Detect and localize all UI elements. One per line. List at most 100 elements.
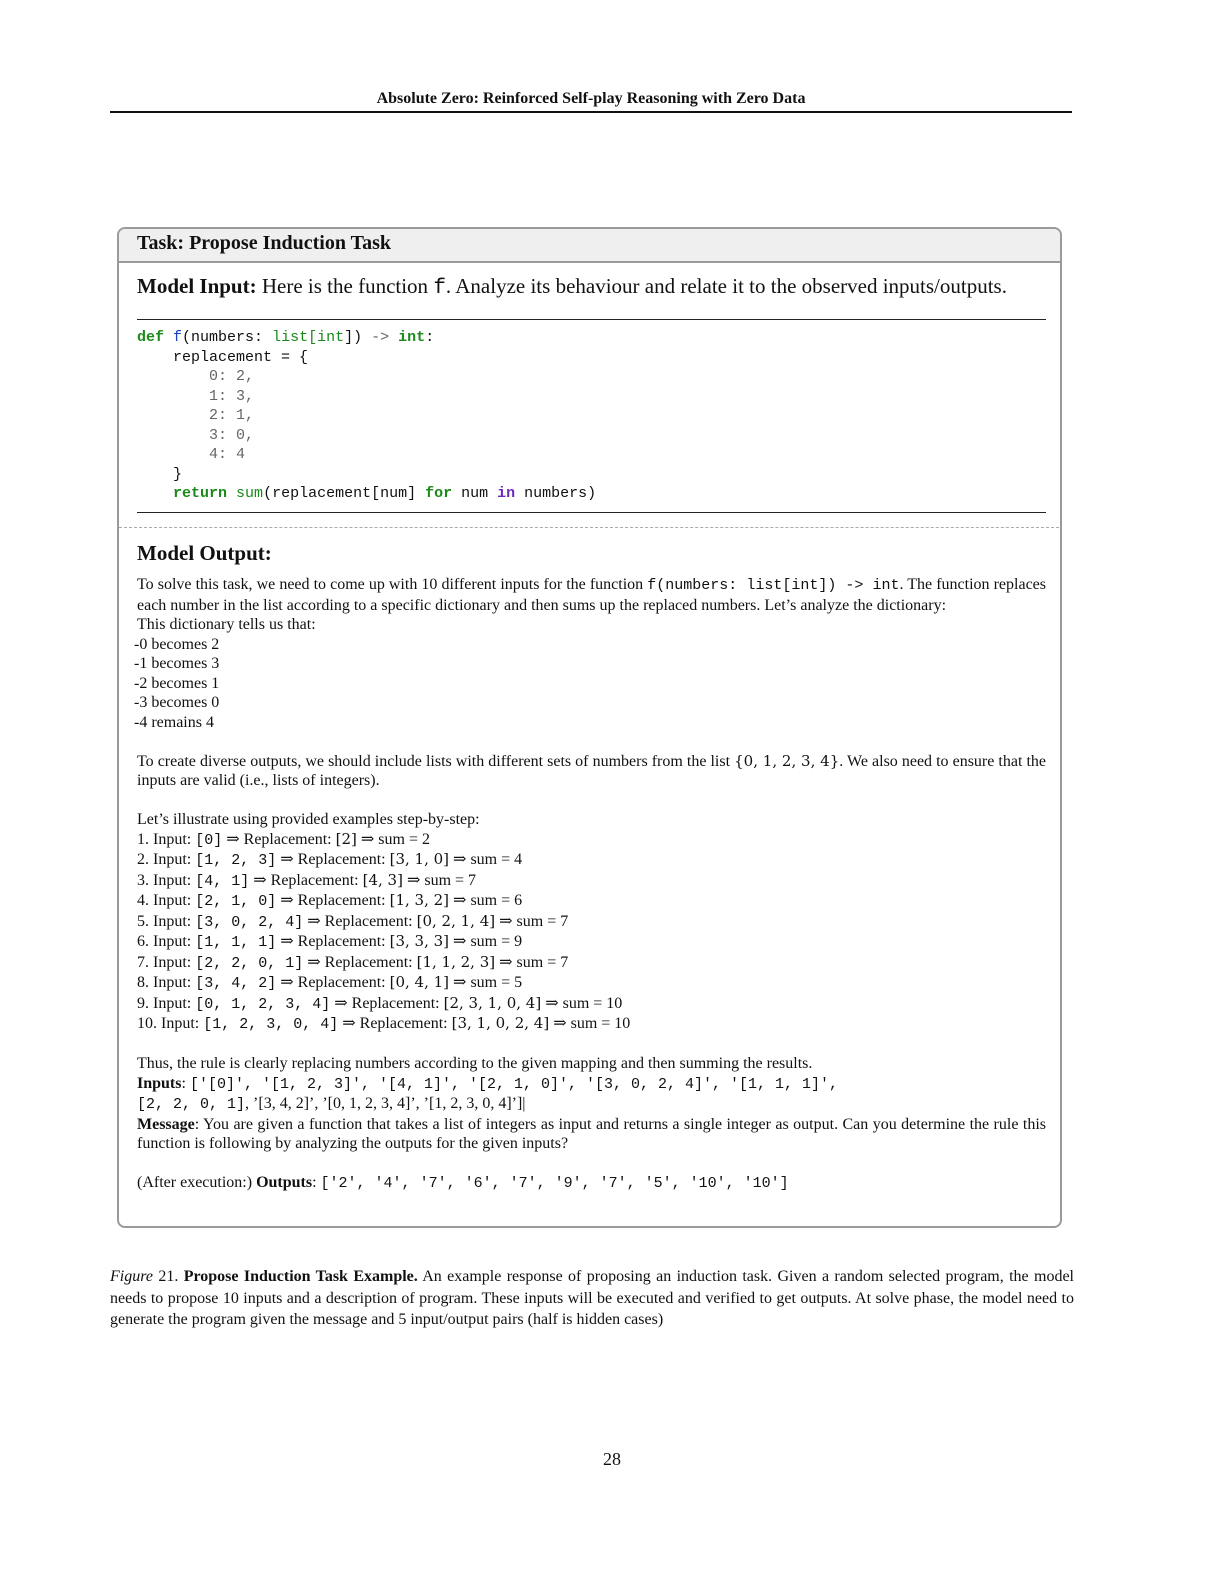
step-input: [2, 1, 0] (195, 893, 277, 910)
code-sum-builtin: sum (236, 485, 264, 502)
step-item: 7. Input: [2, 2, 0, 1] ⇒ Replacement: [1… (137, 953, 1046, 974)
outputs-code: ['2', '4', '7', '6', '7', '9', '7', '5',… (320, 1175, 789, 1192)
step-item: 9. Input: [0, 1, 2, 3, 4] ⇒ Replacement:… (137, 994, 1046, 1015)
step-repl: [3, 1, 0, 2, 4] (451, 1014, 550, 1032)
step-item: 2. Input: [1, 2, 3] ⇒ Replacement: [3, 1… (137, 850, 1046, 871)
code-entry: 2 (209, 407, 219, 424)
step-arrow2: ⇒ sum = 7 (495, 953, 569, 971)
step-item: 4. Input: [2, 1, 0] ⇒ Replacement: [1, 3… (137, 891, 1046, 912)
step-arrow1: ⇒ Replacement: (276, 851, 390, 868)
step-input: [1, 2, 3, 0, 4] (203, 1016, 339, 1033)
step-arrow2: ⇒ sum = 9 (449, 933, 523, 950)
page-number: 28 (603, 1449, 621, 1469)
model-output-text: To solve this task, we need to come up w… (134, 575, 1046, 1194)
step-item: 1. Input: [0] ⇒ Replacement: [2] ⇒ sum =… (137, 830, 1046, 851)
code-entry-value: 0, (236, 426, 255, 444)
step-item: 10. Input: [1, 2, 3, 0, 4] ⇒ Replacement… (137, 1014, 1046, 1035)
step-item: 5. Input: [3, 0, 2, 4] ⇒ Replacement: [0… (137, 912, 1046, 933)
step-arrow2: ⇒ sum = 4 (449, 851, 523, 868)
step-input: [1, 2, 3] (195, 852, 277, 869)
step-prefix: 5. Input: (137, 912, 196, 930)
code-line-replacement: replacement = { (137, 348, 309, 366)
step-repl: [4, 3] (362, 870, 403, 889)
output-p3-text-end: . We also need to ensure that the inputs… (137, 752, 1047, 790)
inputs-code-2: [2, 2, 0, 1] (137, 1096, 246, 1113)
step-arrow1: ⇒ Replacement: (276, 933, 390, 950)
step-input: [0] (195, 831, 223, 849)
step-arrow1: ⇒ Replacement: (222, 830, 336, 848)
inputs-line: Inputs: ['[0]', '[1, 2, 3]', '[4, 1]', '… (137, 1074, 1046, 1095)
code-in-keyword: in (497, 485, 516, 502)
mapping-rule: -2 becomes 1 (134, 674, 220, 692)
message-text: : You are given a function that takes a … (137, 1115, 1046, 1153)
code-loop-var: num (452, 485, 498, 502)
step-arrow1: ⇒ Replacement: (330, 994, 444, 1012)
step-arrow1: ⇒ Replacement: (249, 871, 363, 889)
code-entry-value: 3, (236, 387, 255, 405)
step-repl: [2, 3, 1, 0, 4] (443, 993, 542, 1012)
output-p3-set: {0, 1, 2, 3, 4} (734, 751, 840, 770)
step-repl: [1, 1, 2, 3] (416, 952, 496, 971)
step-arrow2: ⇒ sum = 2 (356, 830, 430, 848)
step-arrow1: ⇒ Replacement: (276, 892, 390, 909)
code-entry: 1 (209, 387, 219, 405)
code-entry-value: 1, (236, 407, 255, 424)
step-repl: [2] (335, 829, 357, 848)
code-entry-value: 2, (236, 368, 255, 385)
step-arrow2: ⇒ sum = 5 (449, 974, 523, 991)
figure-label: Figure (110, 1268, 153, 1285)
outputs-line: (After execution:) Outputs: ['2', '4', '… (137, 1173, 1046, 1194)
code-entry: 0 (209, 368, 219, 385)
caption-text: An example response of proposing an indu… (110, 1268, 1075, 1328)
step-arrow2: ⇒ sum = 10 (549, 1015, 631, 1032)
step-repl: [0, 4, 1] (389, 973, 450, 991)
step-item: 6. Input: [1, 1, 1] ⇒ Replacement: [3, 3… (137, 932, 1046, 953)
code-int-type: int (317, 329, 345, 346)
step-arrow1: ⇒ Replacement: (338, 1015, 452, 1032)
output-p1-text: To solve this task, we need to come up w… (137, 576, 648, 593)
mapping-rule: -3 becomes 0 (134, 694, 220, 711)
output-paragraph-2: This dictionary tells us that: (137, 616, 316, 633)
step-arrow1: ⇒ Replacement: (303, 953, 417, 971)
model-input-label: Model Input: (137, 274, 257, 298)
inputs-line-2: [2, 2, 0, 1], ’[3, 4, 2]’, ’[0, 1, 2, 3,… (137, 1094, 1046, 1115)
inputs-colon: : (181, 1074, 190, 1092)
step-input: [4, 1] (195, 872, 250, 890)
step-prefix: 7. Input: (137, 953, 196, 971)
step-arrow2: ⇒ sum = 7 (495, 912, 569, 930)
output-paragraph-1: To solve this task, we need to come up w… (137, 575, 1046, 615)
inputs-label: Inputs (137, 1074, 182, 1092)
step-arrow1: ⇒ Replacement: (303, 912, 417, 930)
model-input-text-1: Here is the function (261, 274, 429, 298)
step-input: [0, 1, 2, 3, 4] (195, 995, 331, 1013)
code-arrow: -> (371, 329, 390, 346)
running-title: Absolute Zero: Reinforced Self-play Reas… (110, 90, 1072, 113)
code-space (389, 329, 398, 346)
step-arrow2: ⇒ sum = 7 (402, 871, 477, 889)
mapping-rule: -4 remains 4 (134, 713, 214, 731)
step-repl: [1, 3, 2] (389, 891, 450, 909)
step-prefix: 4. Input: (137, 892, 196, 909)
step-list: 1. Input: [0] ⇒ Replacement: [2] ⇒ sum =… (137, 830, 1046, 1035)
step-arrow1: ⇒ Replacement: (276, 974, 390, 991)
code-return-type: int (398, 329, 426, 346)
step-input: [3, 0, 2, 4] (195, 913, 304, 931)
outputs-label: Outputs (256, 1174, 313, 1191)
output-paragraph-5: Thus, the rule is clearly replacing numb… (137, 1055, 813, 1072)
output-p1-code: f(numbers: list[int]) -> int (647, 577, 900, 594)
output-paragraph-3: To create diverse outputs, we should inc… (137, 752, 1046, 791)
code-entry: 4 (209, 446, 219, 463)
code-paren: ) (353, 329, 372, 346)
after-execution-text: (After execution:) (137, 1174, 257, 1191)
step-repl: [3, 1, 0] (389, 850, 450, 868)
section-divider (119, 527, 1060, 528)
step-input: [1, 1, 1] (195, 934, 277, 951)
step-item: 8. Input: [3, 4, 2] ⇒ Replacement: [0, 4… (137, 973, 1046, 994)
code-bottom-rule (137, 512, 1046, 513)
code-return-keyword: return (173, 485, 228, 502)
output-p3-text: To create diverse outputs, we should inc… (137, 752, 735, 770)
code-lbracket: [ (308, 329, 318, 346)
code-top-rule (137, 319, 1046, 320)
code-rbracket: ] (344, 329, 354, 346)
inputs-code: ['[0]', '[1, 2, 3]', '[4, 1]', '[2, 1, 0… (189, 1075, 839, 1093)
